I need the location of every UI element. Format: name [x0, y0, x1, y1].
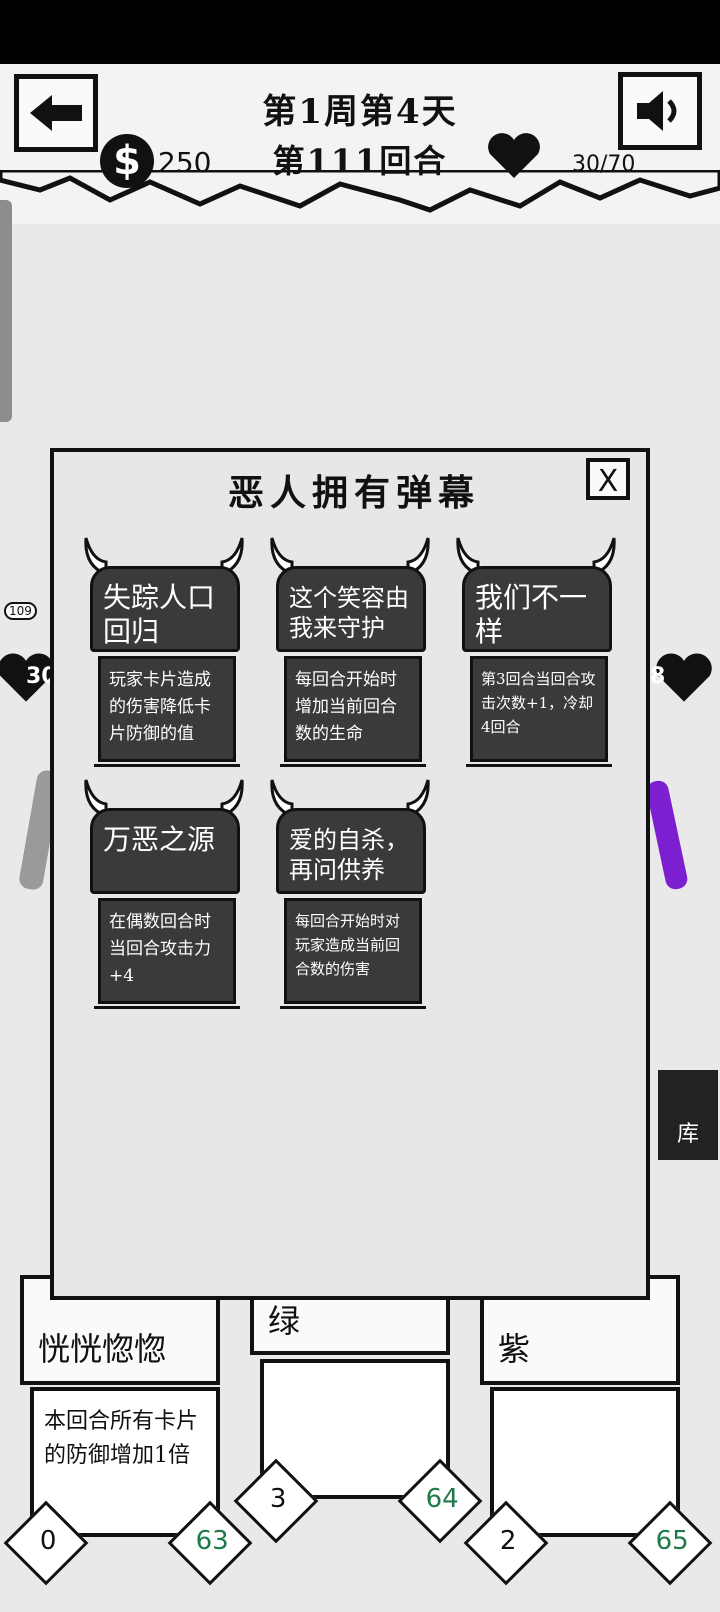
modal-title: 恶人拥有弹幕 — [227, 472, 480, 514]
heart-icon — [488, 133, 540, 178]
back-arrow-icon — [30, 95, 82, 131]
speaker-icon — [637, 91, 677, 131]
barrage-card[interactable]: 这个笑容由我来守护 每回合开始时增加当前回合数的生命 — [270, 537, 430, 774]
barrage-card-desc: 每回合开始时增加当前回合数的生命 — [284, 656, 422, 762]
deck-button[interactable]: 库 — [658, 1070, 718, 1160]
hand-card[interactable]: 恍恍惚惚 本回合所有卡片的防御增加1倍 0 63 — [3, 1275, 253, 1586]
close-button[interactable]: X — [586, 458, 630, 500]
barrage-card[interactable]: 我们不一样 第3回合当回合攻击次数+1，冷却4回合 — [456, 537, 616, 774]
barrage-modal: 恶人拥有弹幕 X 失踪人口回归 玩家卡片造成的伤害降低卡片防御的值 这个笑容由我… — [50, 448, 650, 1300]
card-underline — [94, 764, 240, 767]
horn-icon — [270, 779, 294, 818]
card-underline — [466, 764, 612, 767]
sound-button[interactable] — [618, 72, 702, 150]
horn-icon — [456, 537, 480, 576]
barrage-card-desc: 每回合开始时对玩家造成当前回合数的伤害 — [284, 898, 422, 1004]
card-underline — [280, 764, 426, 767]
card-underline — [280, 1006, 426, 1009]
horn-icon — [406, 779, 430, 818]
barrage-card[interactable]: 万恶之源 在偶数回合时当回合攻击力+4 — [84, 779, 244, 1016]
barrage-card-desc: 第3回合当回合攻击次数+1，冷却4回合 — [470, 656, 608, 762]
side-pull-tab[interactable] — [0, 200, 12, 422]
barrage-card-name: 万恶之源 — [90, 808, 240, 894]
hand-card[interactable]: 紫 2 65 — [463, 1275, 713, 1586]
heart-icon — [0, 653, 54, 702]
money-amount: 250 — [158, 146, 212, 179]
left-heart: 30 — [0, 652, 57, 708]
coin-icon: $ — [100, 134, 154, 188]
barrage-card[interactable]: 失踪人口回归 玩家卡片造成的伤害降低卡片防御的值 — [84, 537, 244, 774]
hand-card-desc — [490, 1387, 680, 1537]
horn-icon — [406, 537, 430, 576]
status-bar — [0, 0, 720, 64]
enemy-limb — [644, 778, 690, 892]
barrage-card-name: 我们不一样 — [462, 566, 612, 652]
barrage-card-desc: 在偶数回合时当回合攻击力+4 — [98, 898, 236, 1004]
horn-icon — [84, 537, 108, 576]
barrage-card[interactable]: 爱的自杀，再问供养 每回合开始时对玩家造成当前回合数的伤害 — [270, 779, 430, 1016]
barrage-card-name: 失踪人口回归 — [90, 566, 240, 652]
horn-icon — [220, 779, 244, 818]
right-heart: 8 — [650, 652, 714, 708]
horn-icon — [592, 537, 616, 576]
card-underline — [94, 1006, 240, 1009]
barrage-card-name: 这个笑容由我来守护 — [276, 566, 426, 652]
barrage-card-desc: 玩家卡片造成的伤害降低卡片防御的值 — [98, 656, 236, 762]
torn-paper-edge — [0, 170, 720, 213]
day-label: 第1周第4天 — [262, 92, 458, 132]
deck-label: 库 — [676, 1122, 699, 1147]
round-label: 第111回合 — [272, 142, 448, 180]
horn-icon — [220, 537, 244, 576]
hp-value: 30/70 — [572, 152, 636, 177]
back-button[interactable] — [14, 74, 98, 152]
hand-card[interactable]: 绿 3 64 — [233, 1275, 483, 1544]
enemy-tag: 109 — [4, 602, 37, 620]
hand-card-desc: 本回合所有卡片的防御增加1倍 — [30, 1387, 220, 1537]
heart-icon — [656, 653, 712, 702]
right-hp: 8 — [650, 664, 666, 689]
horn-icon — [84, 779, 108, 818]
barrage-card-name: 爱的自杀，再问供养 — [276, 808, 426, 894]
horn-icon — [270, 537, 294, 576]
